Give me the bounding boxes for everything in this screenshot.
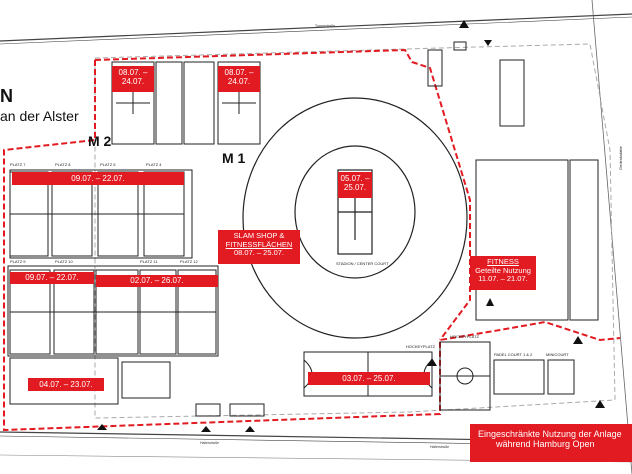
date-label-m2: 08.07. – 24.07. bbox=[112, 66, 154, 92]
platz9-label: PLATZ 9 bbox=[10, 259, 26, 264]
slam-shop-line3: 08.07. – 25.07. bbox=[233, 248, 285, 258]
platz8-label: PLATZ 8 bbox=[55, 162, 71, 167]
map-subtitle-fragment: an der Alster bbox=[0, 108, 79, 124]
fitness-label: FITNESS Geteilte Nutzung 11.07. – 21.07. bbox=[470, 256, 536, 290]
notice-line1: Eingeschränkte Nutzung der Anlage bbox=[478, 429, 622, 439]
date-label-row1-text: 09.07. – 22.07. bbox=[71, 174, 125, 183]
fitness-line1: FITNESS bbox=[487, 257, 519, 266]
date-label-bottom-left-text: 04.07. – 23.07. bbox=[39, 380, 93, 389]
platz12-label: PLATZ 12 bbox=[180, 259, 198, 264]
platz7-label: PLATZ 7 bbox=[10, 162, 26, 167]
platz5-label: PLATZ 5 bbox=[100, 162, 116, 167]
slam-shop-line1: SLAM SHOP & bbox=[233, 231, 285, 240]
date-label-row1: 09.07. – 22.07. bbox=[12, 172, 184, 185]
minicourt-label: MINICOURT bbox=[546, 352, 569, 357]
entrance-markers bbox=[97, 20, 605, 432]
date-label-row2b-text: 02.07. – 26.07. bbox=[130, 276, 184, 285]
center-court-label: STADION / CENTER COURT bbox=[336, 261, 389, 266]
fitness-line2: Geteilte Nutzung bbox=[475, 265, 531, 275]
date-label-m1: 08.07. – 24.07. bbox=[218, 66, 260, 92]
m1-label: M 1 bbox=[222, 150, 246, 166]
hockey-label-1: HOCKEYPLATZ bbox=[406, 344, 436, 349]
slam-shop-label: SLAM SHOP & FITNESSFLÄCHEN 08.07. – 25.0… bbox=[218, 230, 300, 264]
side-label-right: Gedenkstätte bbox=[618, 145, 623, 170]
date-label-row2b: 02.07. – 26.07. bbox=[96, 275, 218, 287]
platz4-label: PLATZ 4 bbox=[146, 162, 162, 167]
platz10-label: PLATZ 10 bbox=[55, 259, 73, 264]
map-title-fragment: N bbox=[0, 86, 13, 106]
m2-label: M 2 bbox=[88, 133, 112, 149]
date-label-hockey-text: 03.07. – 25.07. bbox=[342, 374, 396, 383]
fitness-line3: 11.07. – 21.07. bbox=[478, 274, 528, 284]
street-label-bottom-left: Hallerstraße bbox=[200, 441, 219, 445]
court-m2 bbox=[111, 61, 261, 145]
date-label-m1-text: 08.07. – 24.07. bbox=[224, 68, 254, 87]
date-label-row2a-text: 09.07. – 22.07. bbox=[25, 273, 79, 282]
date-label-m2-text: 08.07. – 24.07. bbox=[118, 68, 148, 87]
hockey-area bbox=[303, 41, 599, 411]
hockey-label-2: HOCKEYPLATZ bbox=[450, 334, 480, 339]
street-label-bottom-right: Hallerstraße bbox=[430, 445, 449, 449]
platz11-label: PLATZ 11 bbox=[140, 259, 158, 264]
court-grid-row2 bbox=[7, 265, 219, 357]
date-label-hockey: 03.07. – 25.07. bbox=[308, 372, 430, 385]
restricted-use-notice: Eingeschränkte Nutzung der Anlage währen… bbox=[470, 424, 632, 462]
padel-label: PADEL COURT 1 & 2 bbox=[494, 352, 533, 357]
date-label-center-text: 05.07. – 25.07. bbox=[340, 174, 370, 193]
date-label-bottom-left: 04.07. – 23.07. bbox=[28, 378, 104, 391]
date-label-center: 05.07. – 25.07. bbox=[338, 172, 372, 198]
date-label-row2a: 09.07. – 22.07. bbox=[10, 272, 94, 284]
stadium bbox=[242, 97, 468, 339]
slam-shop-line2: FITNESSFLÄCHEN bbox=[225, 239, 293, 249]
notice-line2: während Hamburg Open bbox=[496, 439, 595, 450]
street-label-top: Turnerstraße bbox=[315, 24, 335, 28]
